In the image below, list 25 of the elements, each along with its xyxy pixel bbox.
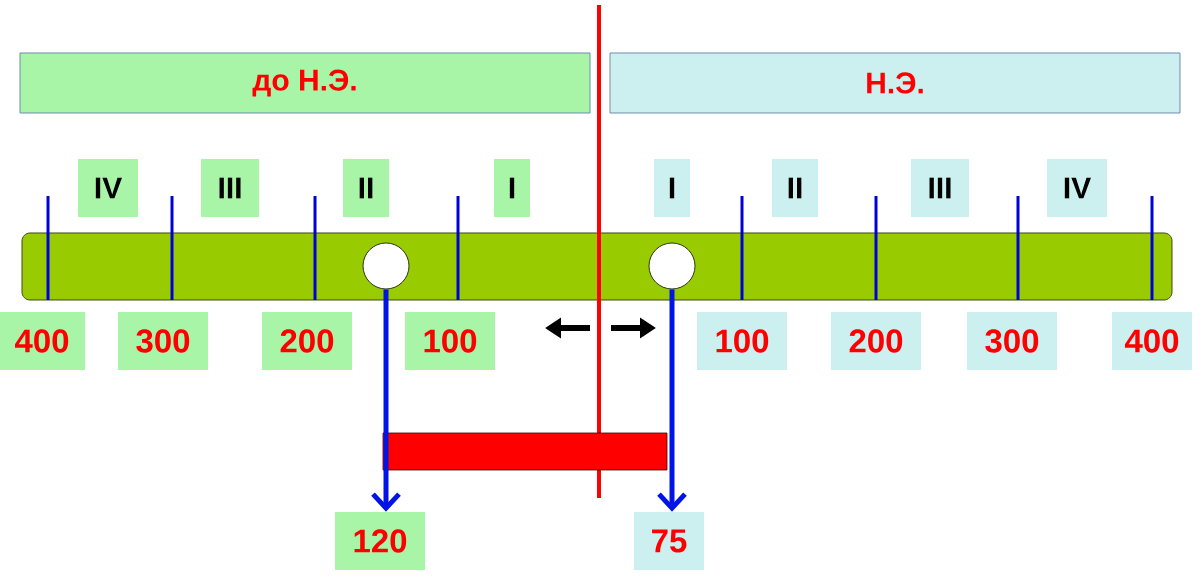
arrow — [371, 289, 401, 512]
year-label: 120 — [335, 512, 425, 570]
interval-bar — [382, 432, 668, 471]
century-label: I — [494, 159, 530, 217]
date-marker — [648, 242, 696, 290]
year-label: 100 — [697, 312, 787, 370]
year-label: 300 — [967, 312, 1057, 370]
century-label: III — [201, 159, 259, 217]
century-label: III — [911, 159, 969, 217]
date-marker — [362, 242, 410, 290]
era-box: Н.Э. — [609, 52, 1181, 114]
era-box: до Н.Э. — [19, 52, 591, 114]
century-label: II — [343, 159, 389, 217]
year-label: 200 — [831, 312, 921, 370]
century-label: II — [772, 159, 818, 217]
arrow — [657, 289, 687, 512]
year-label: 300 — [118, 312, 208, 370]
century-label: I — [654, 159, 690, 217]
year-label: 400 — [0, 312, 85, 370]
century-label: IV — [1047, 159, 1107, 217]
year-label: 100 — [405, 312, 495, 370]
year-label: 75 — [634, 512, 704, 570]
century-label: IV — [78, 159, 138, 217]
year-label: 200 — [262, 312, 352, 370]
year-label: 400 — [1112, 312, 1192, 370]
